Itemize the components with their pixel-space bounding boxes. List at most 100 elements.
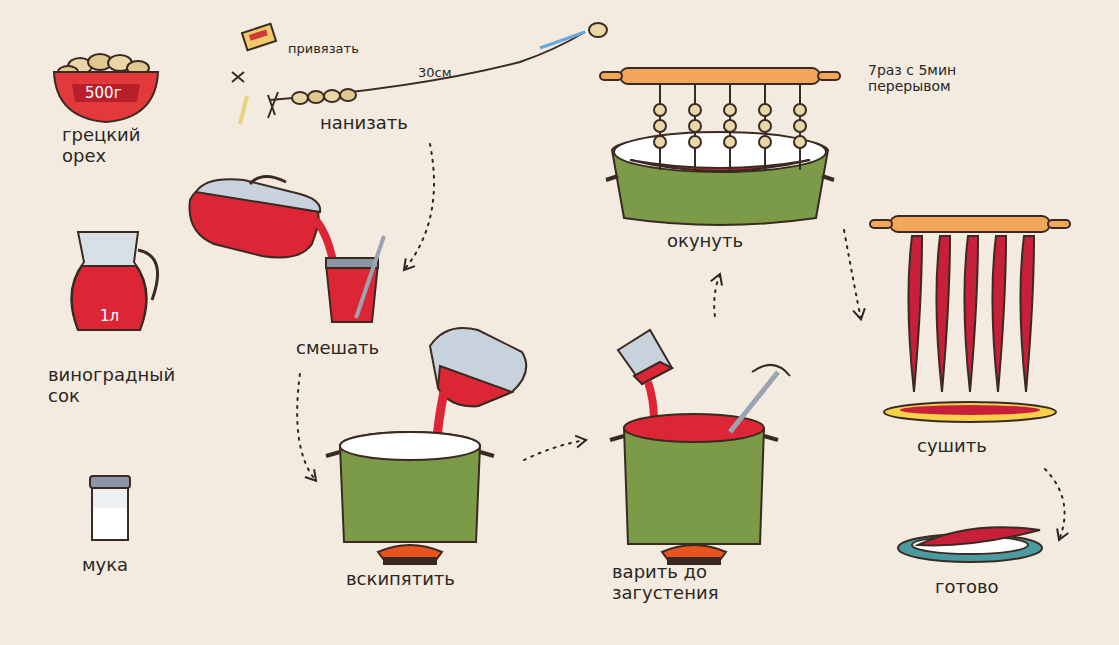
- dotted-line: [1045, 469, 1065, 540]
- dry-illustration-part-part: [1020, 236, 1034, 392]
- dip-illustration: [600, 68, 840, 225]
- arrow-head: [404, 258, 415, 270]
- dip-illustration-part-part: [759, 136, 771, 148]
- boil-pot: [326, 328, 526, 564]
- mix-illustration-part: [196, 179, 320, 212]
- cook-pot-part: [730, 372, 778, 432]
- note-label: 7раз с 5мин перерывом: [868, 62, 988, 94]
- dry-illustration-part: [884, 402, 1056, 422]
- nut-string-part: [249, 29, 268, 40]
- step-caption: варить до загустения: [612, 562, 792, 603]
- mix-illustration-part: [326, 258, 378, 268]
- nut-string-part: [589, 23, 607, 37]
- quantity-label: 500г: [85, 85, 122, 102]
- arrow-head: [711, 274, 722, 285]
- step-caption: окунуть: [667, 231, 743, 252]
- dry-illustration-part: [900, 405, 1040, 415]
- note-label: 30см: [418, 66, 452, 81]
- nut-string-part: [232, 72, 244, 82]
- ingredient-group: 500г грецкий орех: [40, 45, 170, 175]
- step-caption: виноградный сок: [48, 365, 178, 406]
- dip-illustration-part: [606, 176, 834, 180]
- cook-pot-part: [618, 330, 672, 384]
- walnut-bowl-part: [72, 84, 140, 102]
- dotted-arrow: [404, 144, 434, 270]
- ready-plate-part: [918, 527, 1040, 545]
- dip-illustration-part-part: [794, 120, 806, 132]
- nut-string-part: [270, 32, 585, 100]
- dotted-line: [844, 230, 861, 319]
- arrow-head: [575, 436, 586, 448]
- flour-glass-part: [90, 476, 130, 488]
- nut-string-part: [324, 90, 340, 102]
- mix-illustration: [190, 176, 385, 322]
- note-label: привязать: [288, 42, 359, 57]
- mix-illustration-part: [356, 236, 384, 318]
- step-group: окунуть: [595, 35, 840, 270]
- step-caption: вскипятить: [346, 569, 455, 590]
- dotted-arrow: [524, 436, 586, 460]
- nut-string-part: [268, 92, 278, 118]
- flour-glass-part: [93, 508, 127, 539]
- cook-pot-part: [624, 428, 764, 544]
- boil-pot-part: [384, 558, 436, 564]
- nut-string: [232, 23, 607, 124]
- mix-illustration-part: [250, 176, 286, 184]
- boil-pot-part: [438, 366, 512, 406]
- dotted-arrow: [844, 230, 865, 319]
- step-group: нанизать: [225, 5, 595, 140]
- dip-illustration-part: [630, 160, 810, 171]
- ingredient-group: мука: [70, 470, 170, 580]
- dotted-arrow: [297, 374, 316, 481]
- dry-illustration-part: [1048, 220, 1070, 228]
- dip-illustration-part-part: [724, 136, 736, 148]
- nut-string-part: [242, 24, 276, 50]
- dip-illustration-part-part: [654, 120, 666, 132]
- dry-illustration-part-part: [992, 236, 1006, 392]
- nut-string-part: [340, 89, 356, 101]
- dry-illustration-part: [908, 236, 1034, 392]
- dotted-line: [404, 144, 434, 270]
- step-caption: сушить: [917, 436, 987, 457]
- cook-pot: [610, 330, 790, 564]
- dotted-arrow: [711, 274, 722, 316]
- ready-plate: [898, 527, 1042, 562]
- quantity-label: 1л: [100, 308, 119, 325]
- juice-pitcher-part: [138, 250, 158, 300]
- cook-pot-part: [752, 365, 790, 376]
- dip-illustration-part-part: [724, 104, 736, 116]
- dip-illustration-part: [620, 68, 820, 84]
- ingredient-group: 1л виноградный сок: [40, 220, 180, 415]
- nut-string-part: [308, 91, 324, 103]
- dry-illustration-part-part: [964, 236, 978, 392]
- dip-illustration-part-part: [654, 104, 666, 116]
- step-group: варить до загустения: [590, 320, 800, 620]
- step-caption: нанизать: [320, 113, 408, 134]
- step-caption: грецкий орех: [62, 125, 162, 166]
- step-caption: смешать: [296, 338, 379, 359]
- dry-illustration: [870, 216, 1070, 422]
- step-group: вскипятить: [320, 375, 520, 600]
- step-group: сушить: [865, 200, 1075, 465]
- dotted-line: [297, 374, 316, 481]
- juice-pitcher: [71, 232, 157, 330]
- step-group: готово: [895, 505, 1055, 605]
- dry-illustration-part: [870, 220, 892, 228]
- boil-pot-part: [340, 432, 480, 460]
- juice-pitcher-part: [72, 266, 146, 330]
- dip-illustration-part-part: [759, 104, 771, 116]
- dip-illustration-part: [818, 72, 840, 80]
- cook-pot-part: [648, 382, 654, 420]
- step-caption: готово: [935, 577, 999, 598]
- dip-illustration-part-part: [654, 136, 666, 148]
- dip-illustration-part: [600, 72, 622, 80]
- dip-illustration-part-part: [759, 120, 771, 132]
- boil-pot-part: [326, 452, 494, 456]
- nut-string-part: [240, 96, 247, 124]
- dip-illustration-part-part: [689, 136, 701, 148]
- step-group: смешать: [180, 170, 400, 370]
- dry-illustration-part-part: [936, 236, 950, 392]
- dotted-line: [714, 274, 720, 316]
